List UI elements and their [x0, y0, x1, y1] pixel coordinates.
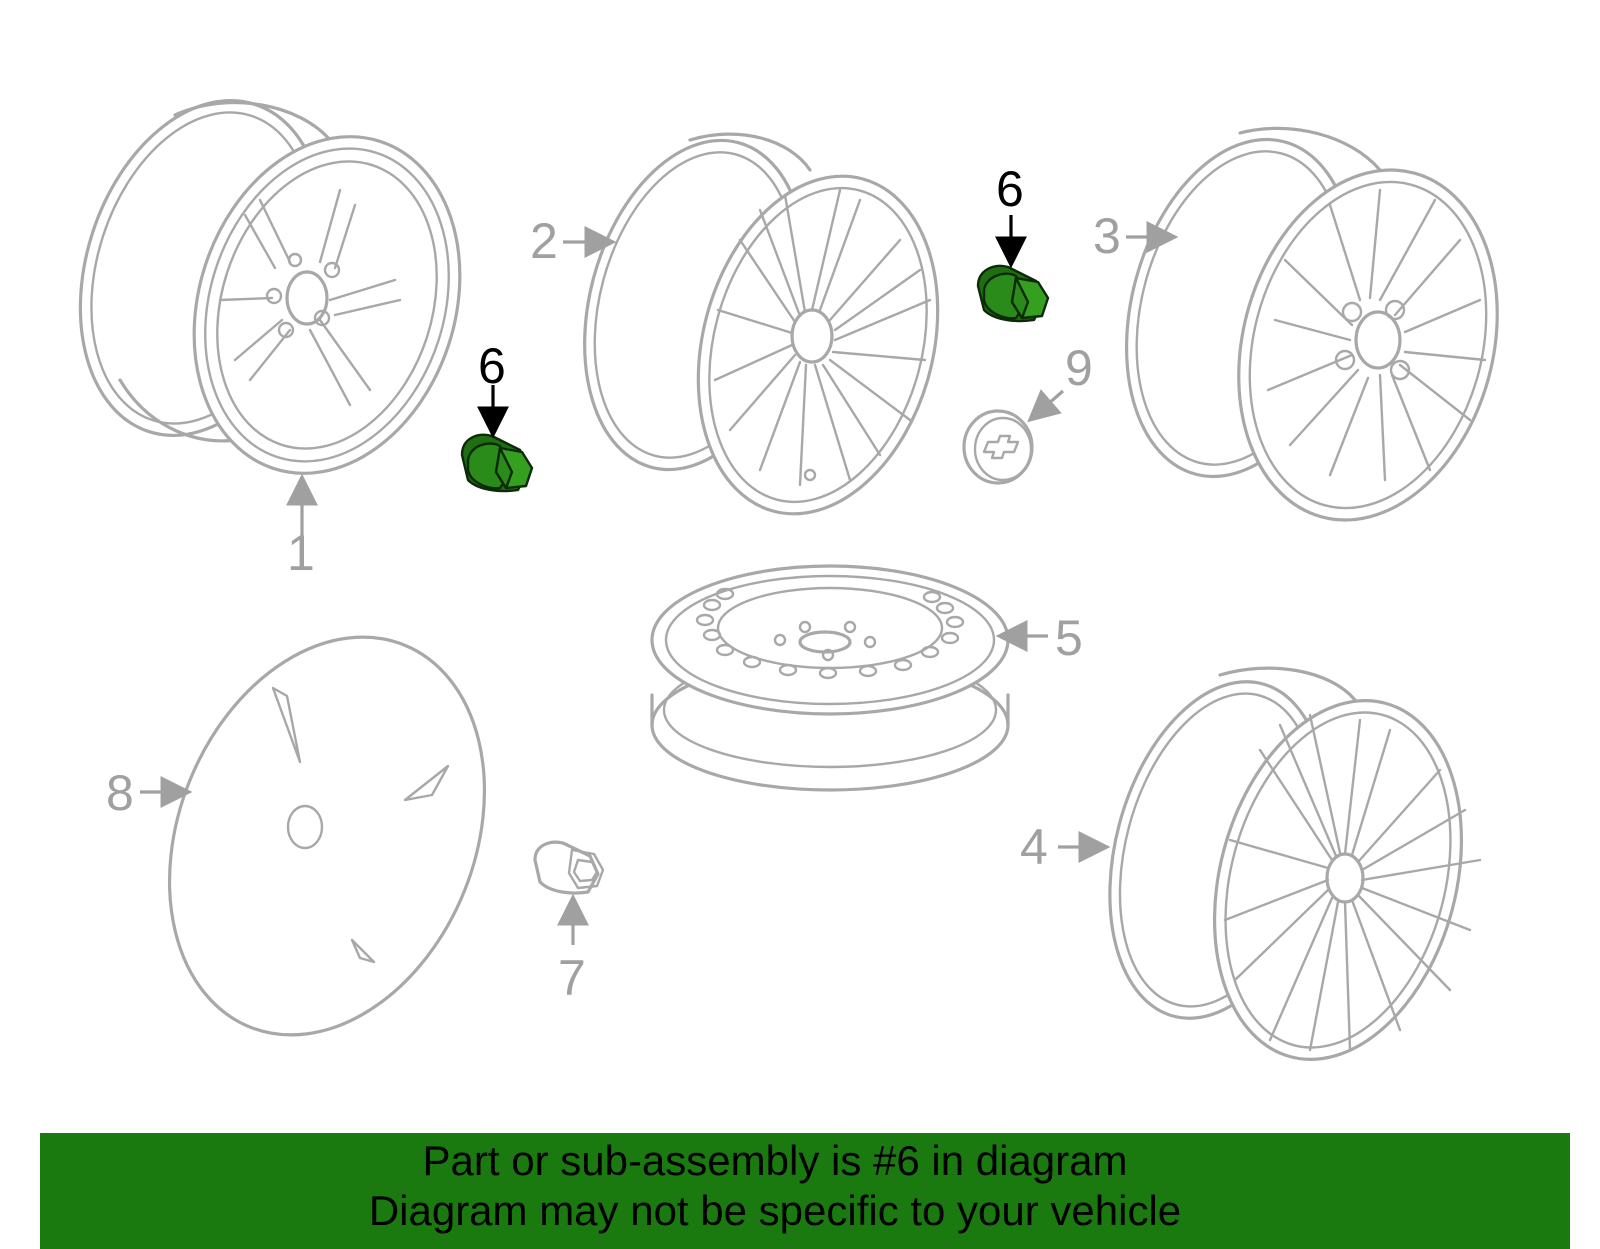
lug-nut-7-icon[interactable]	[533, 840, 605, 895]
callout-7: 7	[558, 950, 586, 1006]
wheel-3-icon[interactable]	[1091, 114, 1535, 549]
callout-9: 9	[1065, 340, 1093, 396]
wheel-2-icon[interactable]	[550, 116, 974, 541]
info-banner: Part or sub-assembly is #6 in diagram Di…	[40, 1133, 1570, 1249]
center-cap-9-icon[interactable]	[962, 409, 1034, 485]
callout-5: 5	[1055, 610, 1083, 666]
callout-6-left: 6	[478, 338, 506, 394]
banner-line-2: Diagram may not be specific to your vehi…	[368, 1187, 1182, 1234]
wheel-cover-8-icon[interactable]	[113, 590, 542, 1083]
banner-line-1: Part or sub-assembly is #6 in diagram	[422, 1137, 1128, 1184]
callout-1: 1	[287, 525, 315, 581]
callout-3: 3	[1093, 208, 1121, 264]
wheel-4-icon[interactable]	[1075, 657, 1499, 1087]
lug-nut-6-left-icon[interactable]	[460, 433, 534, 493]
wheel-1-icon[interactable]	[39, 69, 501, 508]
spare-wheel-5-icon[interactable]	[650, 564, 1010, 792]
callout-8: 8	[106, 765, 134, 821]
callout-4: 4	[1020, 819, 1048, 875]
lug-nut-6-right-icon[interactable]	[976, 264, 1050, 323]
callout-6-right: 6	[996, 161, 1024, 217]
callout-2: 2	[530, 213, 558, 269]
